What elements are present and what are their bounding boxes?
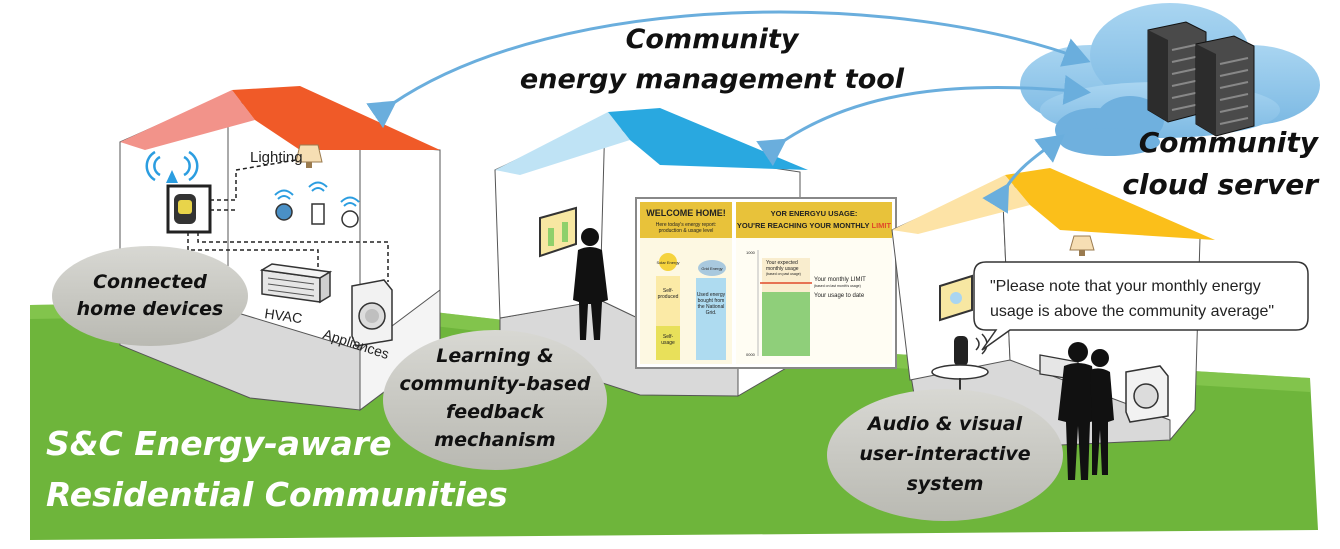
connection-arrows — [366, 10, 1091, 214]
sun-icon — [659, 253, 677, 271]
bubble-1-line-2: home devices — [77, 298, 224, 320]
wall-lamp-icon — [295, 144, 323, 168]
bubble-connected-devices: Connected home devices — [52, 246, 248, 346]
bubble-3-line-1: Audio & visual — [866, 413, 1023, 435]
banner-line-1: S&C Energy-aware — [46, 424, 391, 463]
expected-usage-label-3: (based on past usage) — [766, 272, 801, 276]
arrow-house1-cloud — [366, 10, 1091, 129]
feedback-screen: WELCOME HOME! Here today's energy report… — [635, 197, 897, 369]
top-label-line-1: Community — [626, 24, 800, 55]
smart-thermostat-icon — [166, 184, 212, 234]
expected-usage-label-2: monthly usage — [766, 266, 799, 272]
smart-plug-icon — [341, 210, 359, 228]
banner-line-2: Residential Communities — [46, 475, 508, 514]
monthly-limit-sub: (based on last month's usage) — [814, 284, 861, 288]
welcome-subtitle-1: Here today's energy report: — [656, 222, 716, 228]
washing-machine-icon — [351, 279, 393, 347]
usage-title-1: YOR ENERGYU USAGE: — [771, 209, 858, 218]
axis-top-label: 1000 — [746, 250, 756, 255]
self-produced-label: Self-produced — [658, 288, 679, 300]
bubble-audio-visual: Audio & visual user-interactive system — [827, 389, 1063, 521]
bubble-1-line-1: Connected — [93, 271, 207, 293]
solar-energy-label: Solar Energy — [656, 260, 679, 265]
expected-usage-label-1: Your expected — [766, 260, 798, 266]
house-1-roof — [232, 86, 440, 150]
hvac-unit-icon — [259, 263, 333, 304]
speech-bubble: "Please note that your monthly energy us… — [973, 261, 1309, 351]
server-rack-icon — [1147, 21, 1255, 137]
bubble-2-line-4: mechanism — [434, 429, 555, 451]
device-connection-lines — [187, 159, 389, 282]
self-usage-bar — [656, 326, 680, 360]
wall-display-icon-3 — [939, 274, 973, 322]
grid-cloud-icon — [698, 260, 726, 276]
speech-line-1: "Please note that your monthly energy — [990, 278, 1261, 295]
people-silhouette — [1058, 342, 1114, 480]
bubble-learning-feedback: Learning & community-based feedback mech… — [383, 330, 607, 470]
smart-speaker-on-table-icon — [931, 333, 989, 402]
bubble-2-line-1: Learning & — [436, 345, 554, 367]
washing-machine-icon-3 — [1125, 365, 1169, 423]
grid-energy-label: Grid Energy — [701, 266, 722, 271]
usage-to-date-bar — [762, 292, 810, 356]
grid-bar — [696, 278, 726, 360]
person-silhouette — [573, 228, 608, 340]
wall-display-icon — [539, 206, 577, 258]
house-1-roof-left — [120, 90, 255, 150]
top-label-line-2: energy management tool — [520, 64, 905, 95]
monthly-limit-label: Your monthly LIMIT — [814, 277, 866, 283]
bubble-3-line-3: system — [907, 473, 984, 495]
smart-switch-icon — [311, 203, 325, 225]
welcome-subtitle-2: production & usage level — [659, 228, 714, 234]
bubble-2-line-2: community-based — [399, 373, 590, 395]
bubble-2-line-3: feedback — [446, 401, 545, 423]
cloud-label-line-2: cloud server — [1122, 168, 1320, 201]
bubble-3-line-2: user-interactive — [859, 443, 1030, 465]
usage-to-date-label: Your usage to date — [814, 293, 865, 299]
arrow-house3-cloud — [982, 134, 1065, 214]
wifi-signal-icon — [145, 150, 199, 183]
usage-title-2: YOU'RE REACHING YOUR MONTHLY LIMIT — [737, 221, 892, 230]
lighting-label: Lighting — [250, 149, 303, 166]
welcome-title: WELCOME HOME! — [646, 208, 726, 218]
speech-line-2: usage is above the community average" — [990, 303, 1274, 320]
arrow-house2-cloud — [756, 75, 1091, 167]
cloud-label-line-1: Community — [1139, 126, 1320, 159]
hvac-label: HVAC — [264, 305, 304, 326]
axis-bottom-label: 0000 — [746, 352, 756, 357]
device-wifi-icons — [274, 181, 360, 207]
smart-speaker-icon — [275, 203, 293, 221]
wall-lamp-icon-3 — [1069, 235, 1095, 256]
self-usage-label: Self-usage — [661, 334, 675, 346]
